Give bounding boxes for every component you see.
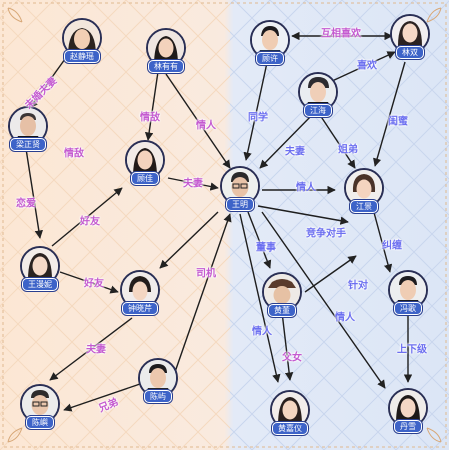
person-dan-xue[interactable]: 丹雪 [388,388,428,433]
relationship-edges [23,31,413,412]
relation-label: 情敌 [140,112,160,124]
name-tag: 林有有 [148,60,184,73]
relation-label: 喜欢 [357,60,377,72]
edge-gu-wangmanni [51,187,123,247]
person-zhong-xiaoqin[interactable]: 钟晓芹 [120,270,160,315]
person-liang-zhengxian[interactable]: 梁正贤 [8,106,48,151]
relation-label: 针对 [348,280,368,292]
relation-label: 董事 [256,242,276,254]
name-tag: 丹雪 [394,420,422,433]
relation-label: 闺蜜 [388,116,408,128]
person-feng-ge[interactable]: 冯歌 [388,270,428,315]
edge-wang-jiangjing2 [257,205,349,225]
person-chen-jun[interactable]: 陈嶼 [20,384,60,429]
person-lin-shuang[interactable]: 林双 [390,14,430,59]
relation-label: 情人 [296,182,316,194]
edge-xu-wang [243,57,269,161]
name-tag: 江海 [304,104,332,117]
relation-label: 情敌 [64,148,84,160]
edge-wang-huangdong [247,211,272,269]
name-tag: 王明 [226,198,254,211]
person-jiang-jing[interactable]: 江景 [344,168,384,213]
relation-label: 互相喜欢 [321,28,361,40]
person-wang-ming[interactable]: 王明 [220,166,260,211]
name-tag: 王漫妮 [22,278,58,291]
portrait-icon [220,166,260,206]
relation-label: 恋爱 [16,198,36,210]
relation-label: 竞争对手 [306,228,346,240]
relation-label: 父女 [282,352,302,364]
edge-wang-zhong [159,211,219,269]
name-tag: 黄董 [268,304,296,317]
relation-label: 夫妻 [183,178,203,190]
relation-label: 夫妻 [285,146,305,158]
name-tag: 林双 [396,46,424,59]
edge-huangdong-huangjiayi [281,311,294,381]
person-zhao-jingyao[interactable]: 赵静瑶 [62,18,102,63]
right-pattern [230,0,449,450]
name-tag: 钟晓芹 [122,302,158,315]
name-tag: 顾许 [256,52,284,65]
relation-label: 情人 [196,120,216,132]
name-tag: 冯歌 [394,302,422,315]
edge-jianghai-linshuang [329,51,396,83]
person-lin-youyou[interactable]: 林有有 [146,28,186,73]
person-huang-dong[interactable]: 黄董 [262,272,302,317]
relation-label: 上下级 [397,344,427,356]
relation-label: 好友 [84,278,104,290]
edge-zhong-chenjun [49,317,133,381]
person-chen-yu[interactable]: 陈屿 [138,358,178,403]
edge-linshuang-jiangjing [373,61,406,167]
edge-zhao-liang [29,51,71,109]
edge-jianghai-wang [259,111,316,169]
relation-label: 同学 [248,112,268,124]
relation-label: 情人 [335,312,355,324]
corner-ornaments [7,7,442,443]
person-xu-huan[interactable]: 顾许 [250,20,290,65]
edge-gu-wang [167,177,219,191]
edge-wang-huangjiayi [239,213,281,383]
name-tag: 梁正贤 [10,138,46,151]
edge-wangmanni-zhong [59,271,119,294]
name-tag: 赵静瑶 [64,50,100,63]
portrait-icon [390,14,430,54]
edge-wang-danxue [261,211,386,389]
edge-jiangjing-fengge [371,204,393,273]
edge-chenyu-wang [174,213,232,373]
relation-label: 纠缠 [382,240,402,252]
edge-liang-wangmanni [23,135,43,239]
edge-chenyu-chenjun [63,383,141,412]
relation-label: 情人 [252,326,272,338]
relation-label: 好友 [80,216,100,228]
edge-lin-wang [165,73,231,169]
relation-label: 司机 [196,268,216,280]
name-tag: 江景 [350,200,378,213]
person-huang-jiayi[interactable]: 黄嘉仪 [270,390,310,435]
person-wang-manni[interactable]: 王漫妮 [20,246,60,291]
name-tag: 顾佳 [131,172,159,185]
relation-label: 姐弟 [338,144,358,156]
name-tag: 黄嘉仪 [272,422,308,435]
person-jiang-hai[interactable]: 江海 [298,72,338,117]
name-tag: 陈屿 [144,390,172,403]
edge-jianghai-jiangjing [317,111,356,169]
left-pattern [0,0,230,450]
person-gu-jia[interactable]: 顾佳 [125,140,165,185]
name-tag: 陈嶼 [26,416,54,429]
relation-label: 夫妻 [86,344,106,356]
